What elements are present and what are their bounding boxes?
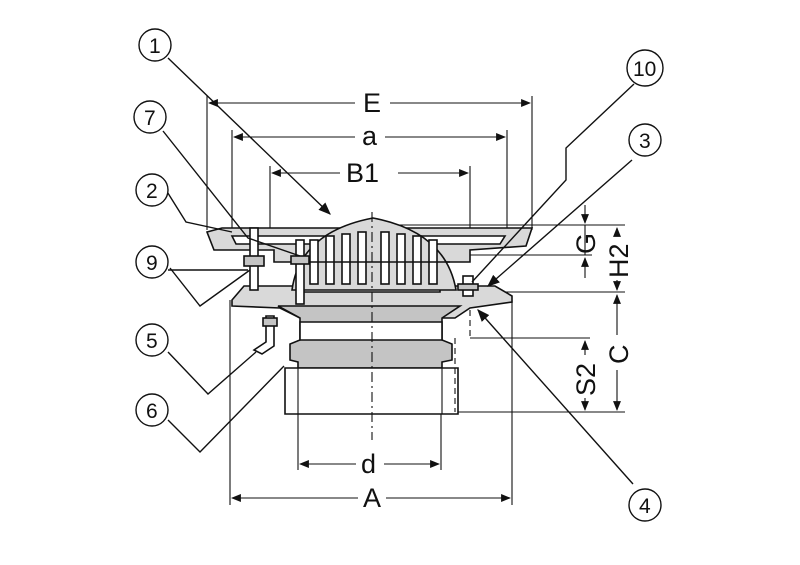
dim-label-S2: S2 xyxy=(571,363,601,396)
drain-body xyxy=(205,217,534,415)
dim-label-a: a xyxy=(362,121,378,151)
callout-5: 5 xyxy=(135,323,169,357)
dim-label-A: A xyxy=(363,483,381,513)
callout-6: 6 xyxy=(135,393,169,427)
svg-text:5: 5 xyxy=(146,330,158,353)
dim-label-H2: H2 xyxy=(604,243,634,278)
dimension-lines xyxy=(208,99,621,502)
svg-text:7: 7 xyxy=(144,107,156,130)
dim-label-C: C xyxy=(604,345,634,365)
svg-text:2: 2 xyxy=(146,180,158,203)
callout-2: 2 xyxy=(135,173,169,207)
svg-text:9: 9 xyxy=(146,252,158,275)
callout-9: 9 xyxy=(135,245,169,279)
callout-1: 1 xyxy=(138,28,172,62)
callout-4: 4 xyxy=(628,488,662,522)
extension-lines xyxy=(206,96,625,505)
svg-text:10: 10 xyxy=(633,58,656,81)
svg-text:6: 6 xyxy=(146,400,158,423)
svg-text:4: 4 xyxy=(639,495,651,518)
dim-label-G: G xyxy=(571,233,601,254)
dimension-labels: E a B1 d A G H2 C S2 xyxy=(346,88,634,513)
dim-label-E: E xyxy=(363,88,381,118)
svg-text:3: 3 xyxy=(639,130,651,153)
callout-3: 3 xyxy=(628,123,662,157)
callout-leaders xyxy=(162,57,635,485)
callout-7: 7 xyxy=(133,100,167,134)
callout-10: 10 xyxy=(626,49,664,87)
svg-text:1: 1 xyxy=(149,35,161,58)
dim-label-d: d xyxy=(361,449,376,479)
dim-label-B1: B1 xyxy=(346,158,379,188)
